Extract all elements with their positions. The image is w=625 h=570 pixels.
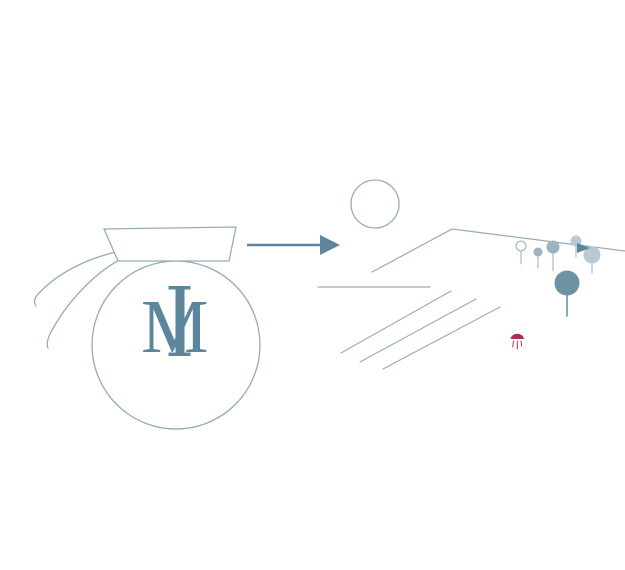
monogram-letter: M <box>141 285 209 369</box>
furrow-line <box>359 298 477 363</box>
arrow-right-icon <box>247 235 340 255</box>
tree-icon <box>533 247 543 257</box>
tree-icon <box>583 246 601 264</box>
bag-rim <box>103 226 237 262</box>
monogram-bar-bottom-serif <box>168 352 191 356</box>
monogram-tall-bar <box>175 286 185 356</box>
hills <box>317 228 625 288</box>
hill-ridge <box>371 228 625 273</box>
money-bag-icon: M <box>33 226 261 430</box>
tree-icon <box>546 240 560 254</box>
big-tree-icon <box>554 270 580 296</box>
small-arrowhead-icon <box>577 243 590 253</box>
monogram-bar-top-serif <box>168 286 191 290</box>
tree-outline-icon <box>515 240 527 252</box>
furrow-line <box>382 306 501 370</box>
mushroom-cap <box>510 333 524 339</box>
monogram: M <box>141 285 209 369</box>
mushroom-frill <box>512 340 514 348</box>
tree-cluster <box>515 235 601 317</box>
furrow-line <box>340 290 452 354</box>
mushroom-frill <box>520 340 523 347</box>
bag-string-lower <box>46 258 122 349</box>
sun-icon <box>350 179 400 229</box>
mushroom-icon <box>510 333 524 350</box>
arrow-head <box>320 235 340 255</box>
bag-string-upper <box>33 251 117 307</box>
field-rows <box>340 290 501 370</box>
